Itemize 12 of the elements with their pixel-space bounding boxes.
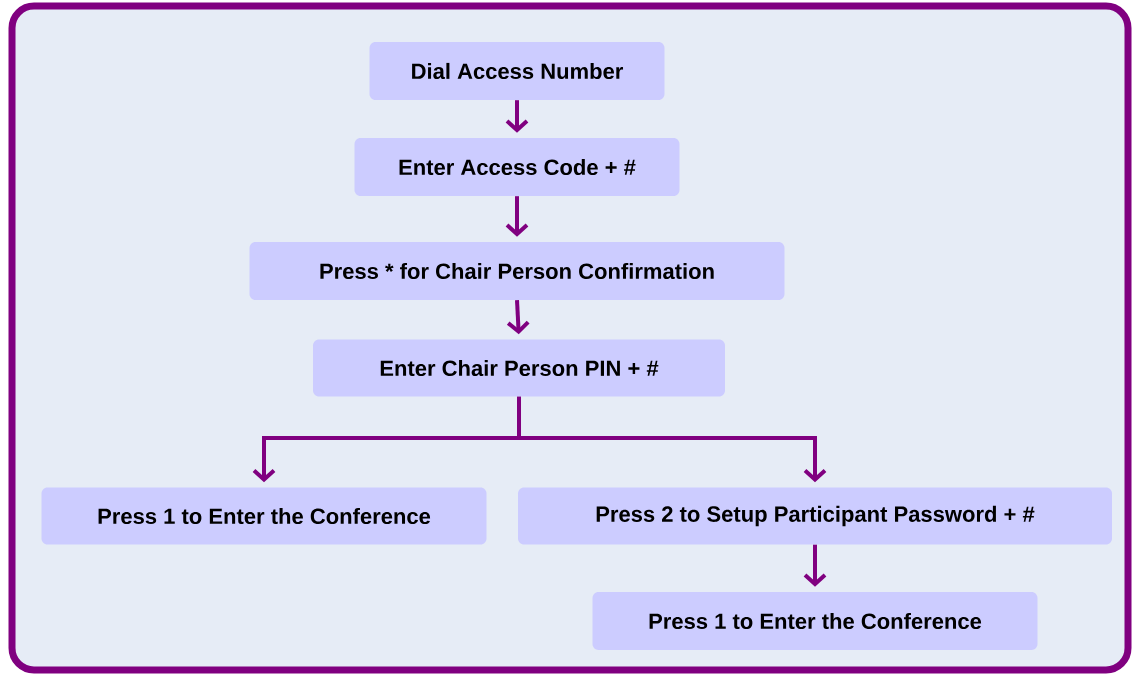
- arrow: [506, 300, 530, 335]
- step-box: Press 1 to Enter the Conference: [41, 487, 487, 545]
- step-box: Enter Chair Person PIN + #: [313, 339, 725, 397]
- step-box: Press 2 to Setup Participant Password + #: [518, 487, 1112, 545]
- arrow: [505, 196, 529, 237]
- step-box: Press * for Chair Person Confirmation: [249, 242, 785, 300]
- step-box: Press 1 to Enter the Conference: [592, 592, 1038, 650]
- arrow: [517, 396, 827, 483]
- step-box: Enter Access Code + #: [354, 138, 680, 196]
- arrow: [505, 100, 529, 133]
- arrow: [803, 544, 827, 587]
- step-box: Dial Access Number: [369, 42, 665, 100]
